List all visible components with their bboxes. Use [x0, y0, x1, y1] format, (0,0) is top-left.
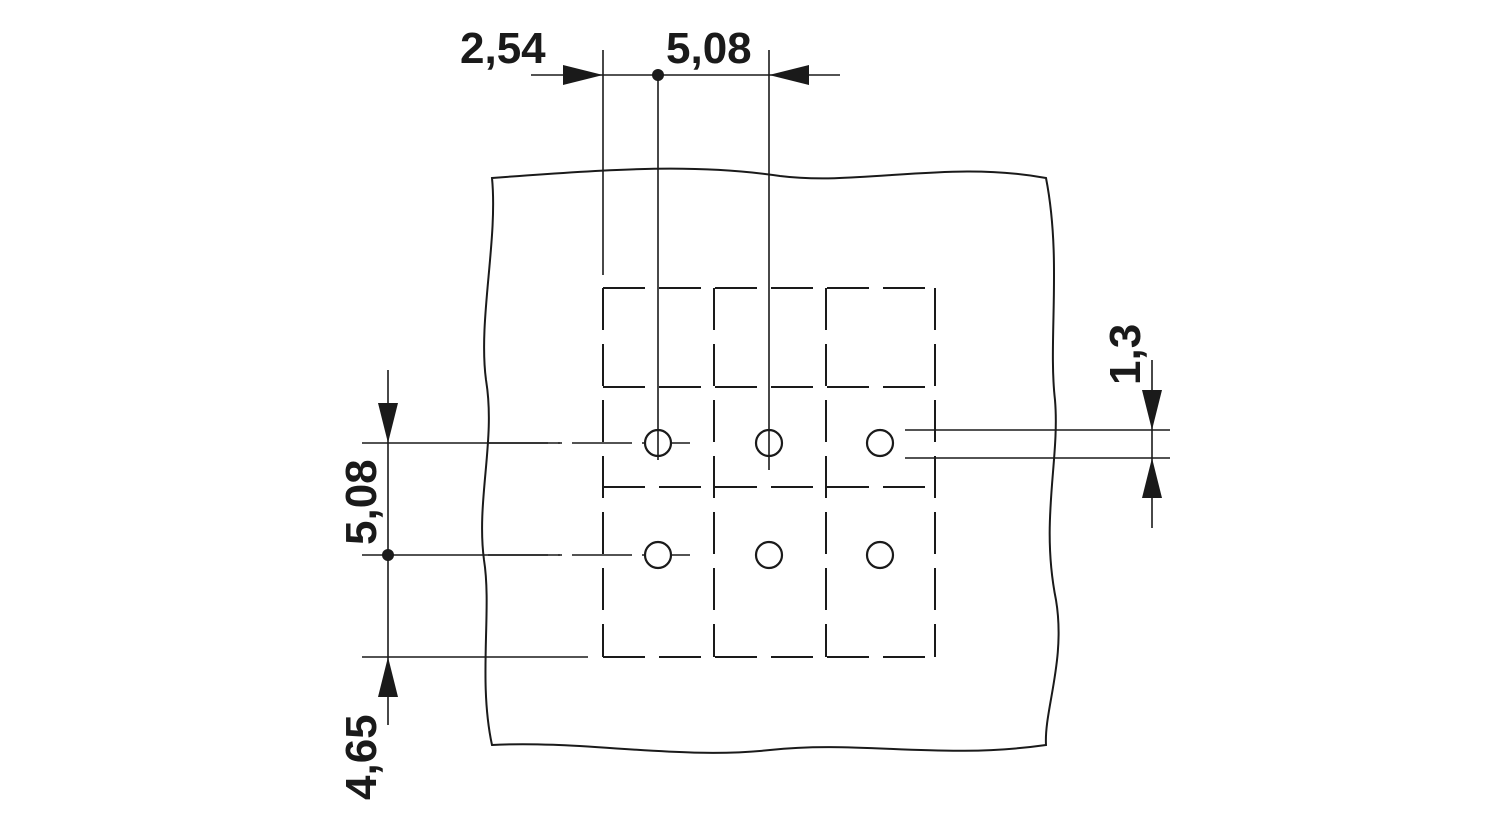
top-dimension: 2,54 5,08 [460, 24, 840, 470]
dimension-right-hole: 1,3 [1101, 324, 1150, 385]
arrow-down-right [1142, 390, 1162, 430]
left-dimension: 5,08 4,65 [337, 370, 588, 800]
dimension-dot-left [382, 549, 394, 561]
hole-r2-c3 [865, 540, 895, 570]
hole-r2-c1 [643, 540, 673, 570]
hole-r2-c2 [754, 540, 784, 570]
arrow-down-left [378, 403, 398, 443]
arrow-right-top [563, 65, 603, 85]
hole-r1-c3 [865, 428, 895, 458]
arrow-up-right [1142, 458, 1162, 498]
dimension-left-bottom: 4,65 [337, 714, 386, 800]
dimension-dot-top [652, 69, 664, 81]
arrow-up-left [378, 657, 398, 697]
dimension-left-pitch: 5,08 [337, 459, 386, 545]
hole-grid [643, 428, 895, 570]
dimension-top-pitch: 5,08 [666, 24, 752, 73]
right-dimension: 1,3 [905, 324, 1170, 528]
housing-outlines [602, 287, 936, 658]
arrow-left-top [769, 65, 809, 85]
dimension-top-offset: 2,54 [460, 24, 546, 73]
board-outline [481, 167, 1060, 754]
